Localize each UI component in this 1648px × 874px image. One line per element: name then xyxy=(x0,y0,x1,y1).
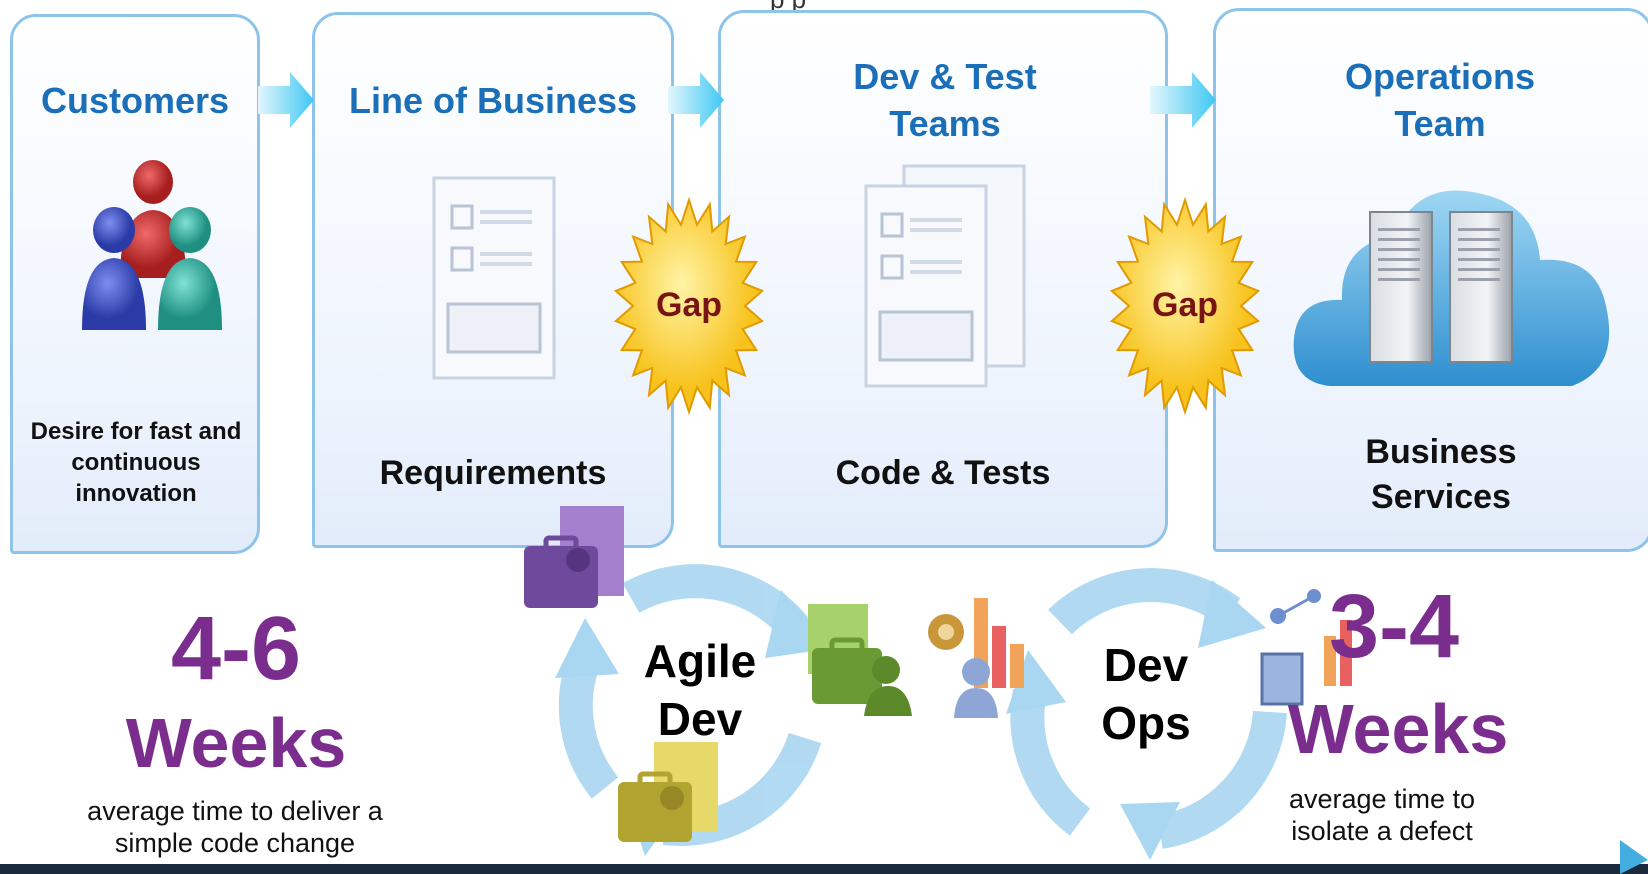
yellow-team-icon xyxy=(618,742,718,842)
network-chart-icon xyxy=(1260,589,1352,706)
dev-test-title: Dev & Test Teams xyxy=(853,56,1037,144)
metric-operations-range: 3-4 xyxy=(1328,577,1460,677)
customers-people-icon xyxy=(82,160,222,330)
flow-arrow-2 xyxy=(668,72,724,128)
metric-customers-range: 4-6 xyxy=(170,599,302,699)
bottom-bar xyxy=(0,864,1648,874)
agile-dev-label: Agile Dev xyxy=(643,635,757,746)
dev-test-caption: Code & Tests xyxy=(835,454,1051,492)
customers-title: Customers xyxy=(40,80,230,121)
analytics-user-icon xyxy=(928,598,1024,718)
gap-starburst-icon xyxy=(613,196,765,416)
metric-customers-unit: Weeks xyxy=(125,704,347,782)
purple-team-icon xyxy=(524,506,624,608)
dev-ops-label: Dev Ops xyxy=(1101,639,1191,750)
operations-title: Operations Team xyxy=(1344,56,1536,144)
gap-starburst-shape xyxy=(1109,196,1261,416)
gap-starburst-shape xyxy=(613,196,765,416)
gap-starburst-icon xyxy=(1109,196,1261,416)
dev-ops-cycle-arrows xyxy=(1006,568,1287,860)
next-slide-arrow-icon[interactable] xyxy=(1620,840,1648,874)
metric-customers-description: average time to deliver a simple code ch… xyxy=(87,796,383,858)
header-partial-text: p p xyxy=(770,0,1240,10)
cloud-servers-icon xyxy=(1293,190,1610,386)
green-team-icon xyxy=(808,604,912,716)
gap-label: Gap xyxy=(655,286,723,324)
metric-operations-unit: Weeks xyxy=(1287,690,1509,768)
code-tests-documents-icon xyxy=(864,164,1026,388)
gap-label: Gap xyxy=(1151,286,1219,324)
operations-caption: Business Services xyxy=(1365,433,1517,516)
requirements-document-icon xyxy=(432,176,556,380)
line-of-business-caption: Requirements xyxy=(379,454,607,492)
metric-operations-description: average time to isolate a defect xyxy=(1288,784,1476,846)
customers-caption: Desire for fast and continuous innovatio… xyxy=(30,418,242,508)
flow-arrow-1 xyxy=(258,72,314,128)
flow-arrow-3 xyxy=(1150,72,1216,128)
line-of-business-title: Line of Business xyxy=(348,80,638,121)
